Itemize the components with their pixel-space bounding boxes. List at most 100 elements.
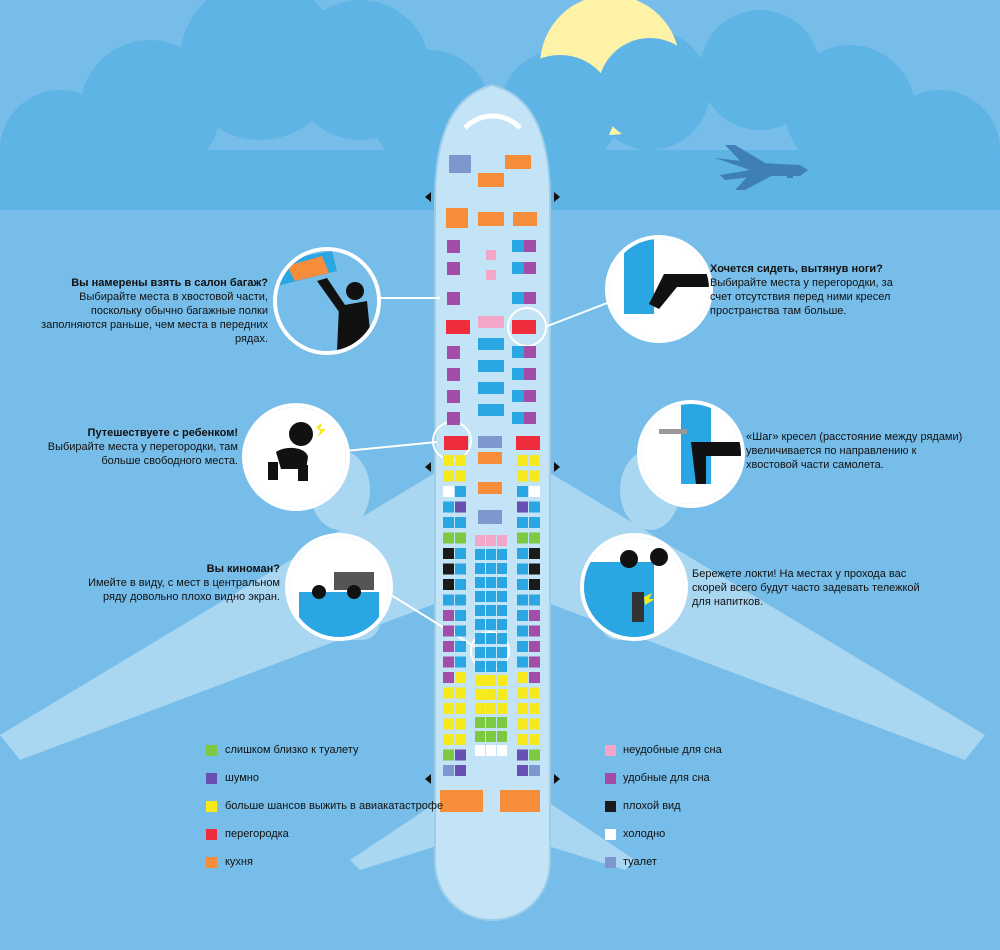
seat (529, 656, 540, 668)
seat (486, 703, 496, 714)
galley-block (478, 482, 502, 494)
seat (497, 577, 507, 588)
seat (475, 549, 485, 560)
seat (517, 718, 528, 730)
legend-right-3: холодно (623, 828, 666, 840)
toilet-block (478, 510, 502, 524)
seat (443, 703, 454, 714)
seat (517, 594, 528, 606)
seat (475, 591, 485, 602)
seat (517, 749, 528, 761)
seat (455, 687, 466, 699)
door-arrows (425, 192, 560, 784)
seat (455, 594, 466, 606)
seat (486, 717, 496, 728)
legs-icon (609, 239, 709, 339)
seat (517, 687, 528, 699)
seat (486, 549, 496, 560)
seat (497, 731, 507, 742)
tip-pitch-text: «Шаг» кресел (расстояние между рядами) у… (746, 431, 963, 471)
seat (497, 633, 507, 644)
seat (517, 486, 528, 497)
seat (455, 501, 466, 513)
seat (455, 734, 466, 745)
seat (497, 745, 507, 756)
seat (529, 563, 540, 575)
seat (443, 765, 454, 776)
seat (475, 675, 485, 686)
seat (486, 250, 496, 260)
seat (529, 455, 540, 466)
seat (486, 605, 496, 616)
legend-swatch-right-3 (605, 829, 616, 840)
seat (486, 731, 496, 742)
seat (443, 718, 454, 730)
seat (524, 412, 536, 424)
toilet-block (449, 155, 471, 173)
legend-left-0: слишком близко к туалету (225, 744, 359, 756)
seat (443, 734, 454, 745)
cockpit-window (463, 113, 522, 130)
seat (524, 292, 536, 304)
tip-child-text: Выбирайте места у перегородки, там больш… (47, 441, 238, 467)
seat (455, 579, 466, 590)
bulkhead-block (446, 320, 470, 334)
galley-block (478, 452, 502, 464)
baby-icon (246, 407, 346, 507)
seat (497, 717, 507, 728)
seat (443, 517, 454, 528)
seat (497, 689, 507, 700)
seat (517, 517, 528, 528)
seat (524, 390, 536, 402)
seat (447, 368, 460, 381)
galley-block (500, 790, 540, 812)
seat (475, 647, 485, 658)
seat (475, 689, 485, 700)
seat (443, 749, 454, 761)
seat (455, 563, 466, 575)
seat (447, 292, 460, 305)
seat (455, 641, 466, 652)
tip-legs: Хочется сидеть, вытянув ноги? Выбирайте … (710, 262, 910, 318)
elbow-icon (584, 537, 684, 637)
seat (512, 240, 524, 252)
tip-elbows-text: Бережете локти! На местах у прохода вас … (692, 568, 920, 608)
seat (486, 563, 496, 574)
seat (486, 577, 496, 588)
seat (443, 610, 454, 621)
seat (475, 703, 485, 714)
seat (517, 734, 528, 745)
plane-silhouette-icon (715, 145, 808, 190)
seat (529, 610, 540, 621)
seat (455, 718, 466, 730)
seat (475, 633, 485, 644)
seat (443, 486, 454, 497)
seat (517, 765, 528, 776)
seat (529, 532, 540, 544)
seat (455, 656, 466, 668)
seat (497, 619, 507, 630)
seat (443, 532, 454, 544)
seat (497, 563, 507, 574)
seat (517, 579, 528, 590)
seat (529, 703, 540, 714)
seat (529, 672, 540, 683)
seat (517, 703, 528, 714)
seat (443, 470, 454, 482)
seat (443, 501, 454, 513)
seat (455, 455, 466, 466)
seat (517, 563, 528, 575)
tip-child-title: Путешествуете с ребенком! (87, 427, 238, 439)
seat (443, 548, 454, 559)
seat (455, 548, 466, 559)
legend-swatch-left-0 (206, 745, 217, 756)
seat (529, 625, 540, 637)
seat (455, 703, 466, 714)
seat (443, 656, 454, 668)
bulkhead-block (512, 320, 536, 334)
child-vignette (242, 403, 350, 511)
tip-luggage-title: Вы намерены взять в салон багаж? (71, 277, 268, 289)
legend-right-0: неудобные для сна (623, 744, 722, 756)
seat (529, 470, 540, 482)
tip-legs-title: Хочется сидеть, вытянув ноги? (710, 263, 883, 275)
